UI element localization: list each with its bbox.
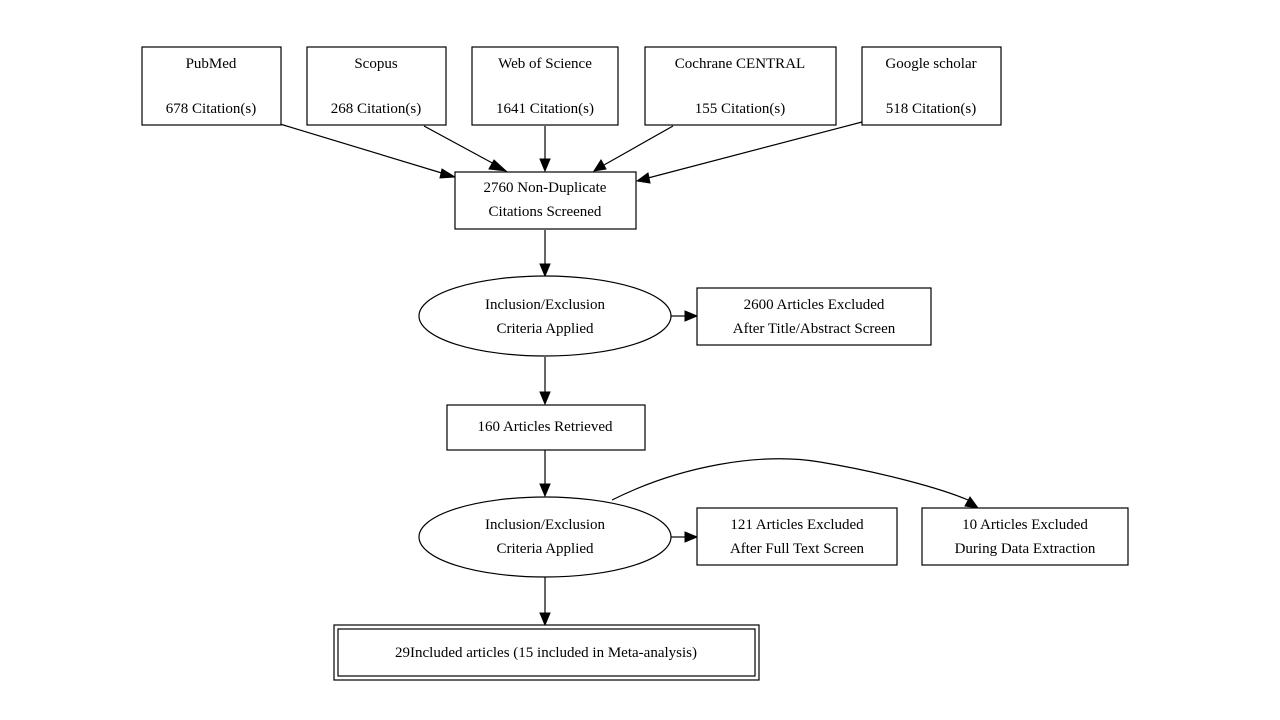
node-screened: 2760 Non-Duplicate Citations Screened <box>454 171 637 230</box>
criteria2-line1: Inclusion/Exclusion <box>485 517 605 533</box>
source-name: Google scholar <box>885 56 976 72</box>
criteria2-line2: Criteria Applied <box>496 541 594 557</box>
arrowhead <box>684 310 699 322</box>
screened-line1: 2760 Non-Duplicate <box>484 180 607 196</box>
source-count: 155 Citation(s) <box>695 101 785 117</box>
edge-scopus-screened <box>423 125 497 166</box>
criteria1-line1: Inclusion/Exclusion <box>485 297 605 313</box>
node-criteria-1: Inclusion/Exclusion Criteria Applied <box>418 275 672 357</box>
arrowhead <box>488 159 508 172</box>
excluded1-line2: After Title/Abstract Screen <box>733 321 896 337</box>
retrieved-label: 160 Articles Retrieved <box>478 419 613 435</box>
source-name: PubMed <box>186 56 237 72</box>
edge-pubmed-screened <box>279 123 446 175</box>
excluded2-line2: After Full Text Screen <box>730 541 865 557</box>
source-cochrane-central: Cochrane CENTRAL 155 Citation(s) <box>644 46 837 126</box>
node-excluded-title-abstract: 2600 Articles Excluded After Title/Abstr… <box>696 287 932 346</box>
edge-criteria2-excluded3 <box>611 458 969 501</box>
screened-line2: Citations Screened <box>489 204 602 220</box>
arrowhead <box>539 483 551 498</box>
edge-cochrane-screened <box>603 125 674 166</box>
source-name: Web of Science <box>498 56 592 72</box>
arrowhead <box>964 496 980 509</box>
source-google-scholar: Google scholar 518 Citation(s) <box>861 46 1002 126</box>
node-retrieved: 160 Articles Retrieved <box>446 404 646 451</box>
source-count: 268 Citation(s) <box>331 101 421 117</box>
source-count: 518 Citation(s) <box>886 101 976 117</box>
arrowhead <box>539 391 551 406</box>
arrowhead <box>539 612 551 627</box>
excluded3-line2: During Data Extraction <box>955 541 1096 557</box>
source-count: 678 Citation(s) <box>166 101 256 117</box>
included-label: 29Included articles (15 included in Meta… <box>395 645 697 661</box>
excluded1-line1: 2600 Articles Excluded <box>744 297 885 313</box>
node-criteria-2: Inclusion/Exclusion Criteria Applied <box>418 496 672 578</box>
source-name: Cochrane CENTRAL <box>675 56 805 72</box>
arrowhead <box>635 172 651 184</box>
source-pubmed: PubMed 678 Citation(s) <box>141 46 282 126</box>
source-name: Scopus <box>354 56 398 72</box>
arrowhead <box>684 531 699 543</box>
arrowhead <box>592 159 607 172</box>
criteria1-line2: Criteria Applied <box>496 321 594 337</box>
source-scopus: Scopus 268 Citation(s) <box>306 46 447 126</box>
node-included: 29Included articles (15 included in Meta… <box>333 624 760 681</box>
source-web-of-science: Web of Science 1641 Citation(s) <box>471 46 619 126</box>
excluded3-line1: 10 Articles Excluded <box>962 517 1088 533</box>
arrowhead <box>539 263 551 278</box>
node-excluded-full-text: 121 Articles Excluded After Full Text Sc… <box>696 507 898 566</box>
source-count: 1641 Citation(s) <box>496 101 594 117</box>
excluded2-line1: 121 Articles Excluded <box>730 517 864 533</box>
node-excluded-data-extraction: 10 Articles Excluded During Data Extract… <box>921 507 1129 566</box>
arrowhead <box>539 158 551 173</box>
edge-google-screened <box>647 121 863 179</box>
arrowhead <box>439 168 457 179</box>
